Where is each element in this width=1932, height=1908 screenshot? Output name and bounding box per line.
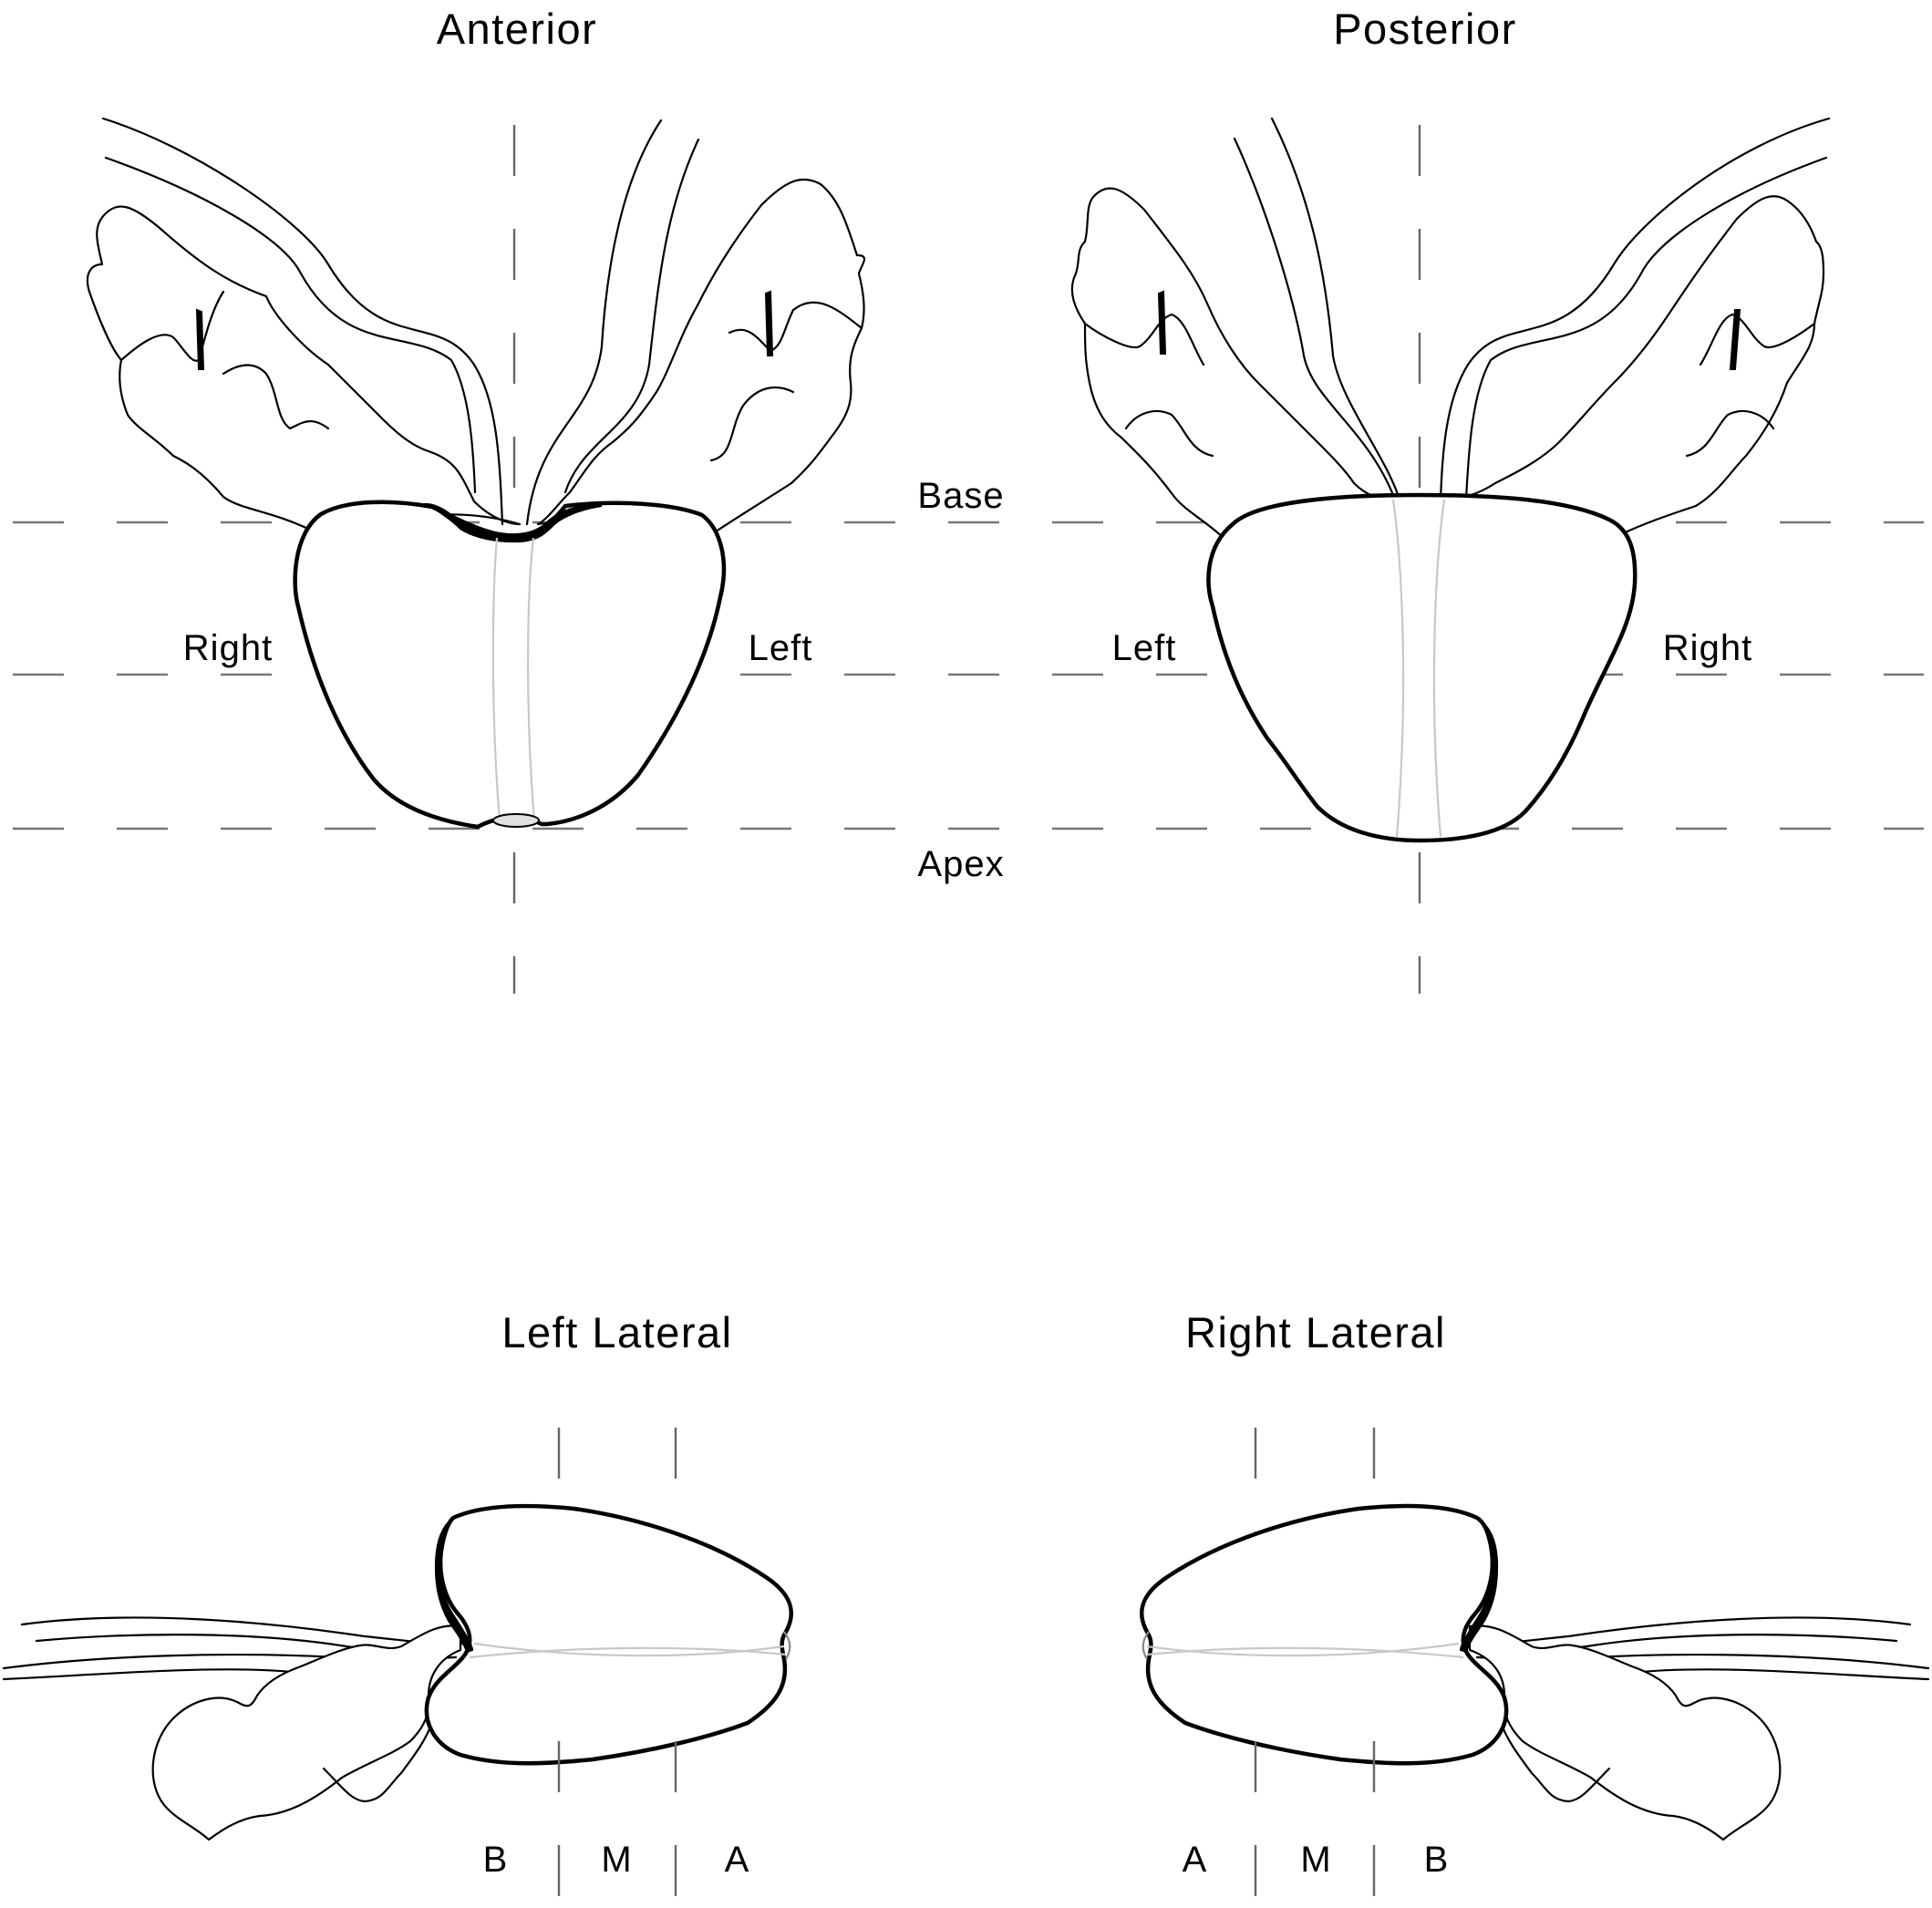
left-lateral-zone-b: B [483, 1840, 508, 1880]
right-lateral-apex-notch [1142, 1631, 1150, 1660]
base-label: Base [917, 476, 1004, 516]
right-lateral-title: Right Lateral [1185, 1308, 1446, 1356]
left-lateral-vas-deferens-4 [2, 1668, 303, 1681]
apex-label: Apex [917, 844, 1004, 884]
posterior-right-label: Right [1663, 628, 1752, 668]
left-lateral-sv-lower-lobe [322, 1717, 435, 1803]
posterior-left-vas-deferens [1233, 137, 1397, 501]
left-lateral-prostate [424, 1503, 794, 1766]
posterior-right-vas-deferens [1439, 117, 1831, 501]
posterior-right-vas-deferens-inner [1464, 156, 1828, 501]
posterior-right-seminal-vesicle-fold [1699, 313, 1816, 366]
posterior-right-seminal-vesicle [1452, 195, 1825, 540]
right-lateral-vas-deferens-4 [1630, 1668, 1930, 1681]
anterior-left-seminal-vesicle-fold [728, 301, 863, 353]
posterior-left-seminal-vesicle-fold-2 [1124, 409, 1214, 458]
left-lateral-view: B M A [2, 1428, 794, 1908]
anterior-left-vas-deferens [525, 119, 663, 526]
anterior-prostate [293, 500, 727, 830]
posterior-left-seminal-vesicle [1070, 187, 1397, 540]
right-lateral-zone-b: B [1424, 1840, 1449, 1880]
anterior-view [86, 117, 866, 994]
anterior-right-seminal-vesicle [86, 205, 522, 537]
left-lateral-vas-deferens [20, 1616, 469, 1645]
anterior-right-label: Right [183, 628, 273, 668]
anterior-urethra-left [527, 537, 536, 821]
anterior-right-sv-tick [195, 308, 205, 370]
anterior-right-vas-deferens [101, 117, 504, 526]
posterior-urethra-right [1432, 499, 1446, 838]
right-lateral-prostate [1139, 1503, 1509, 1766]
anterior-urethra-right [491, 537, 501, 821]
posterior-right-seminal-vesicle-fold-2 [1685, 409, 1775, 458]
anterior-right-seminal-vesicle-fold [119, 290, 225, 362]
left-lateral-title: Left Lateral [501, 1308, 732, 1356]
right-lateral-vas-deferens [1462, 1616, 1912, 1645]
anterior-left-sv-tick [764, 290, 774, 356]
right-lateral-view: A M B [1139, 1428, 1930, 1908]
anterior-left-seminal-vesicle [536, 178, 866, 535]
right-lateral-zone-m: M [1300, 1840, 1330, 1880]
right-lateral-urethra-bottom [1146, 1646, 1464, 1659]
anterior-apex-urethra [492, 813, 540, 828]
right-lateral-sv-lower-lobe [1498, 1717, 1611, 1803]
posterior-left-vas-deferens-inner [1270, 117, 1401, 501]
anterior-left-label: Left [749, 628, 813, 668]
left-lateral-seminal-vesicle [151, 1624, 462, 1841]
left-lateral-zone-a: A [725, 1840, 749, 1880]
right-lateral-bladder-neck [1459, 1517, 1499, 1654]
posterior-left-seminal-vesicle-fold [1083, 313, 1205, 366]
posterior-left-label: Left [1112, 628, 1177, 668]
anterior-right-seminal-vesicle-fold-2 [222, 364, 330, 430]
posterior-prostate [1206, 492, 1638, 843]
left-lateral-urethra-bottom [469, 1646, 787, 1659]
posterior-right-sv-tick [1729, 309, 1741, 370]
anterior-left-vas-deferens-inner [563, 138, 700, 494]
left-lateral-zone-m: M [601, 1840, 631, 1880]
anterior-left-seminal-vesicle-fold-2 [709, 386, 795, 462]
left-lateral-apex-notch [783, 1631, 791, 1660]
anterior-bladder-neck [423, 502, 603, 543]
posterior-urethra-left [1391, 499, 1405, 838]
right-lateral-zone-a: A [1183, 1840, 1207, 1880]
left-lateral-bladder-neck [434, 1517, 474, 1654]
posterior-view [1070, 117, 1831, 994]
anterior-title: Anterior [437, 5, 598, 53]
posterior-left-sv-tick [1157, 290, 1167, 355]
anterior-right-vas-deferens-inner [104, 156, 477, 494]
right-lateral-seminal-vesicle [1468, 1624, 1782, 1841]
posterior-title: Posterior [1333, 5, 1517, 53]
